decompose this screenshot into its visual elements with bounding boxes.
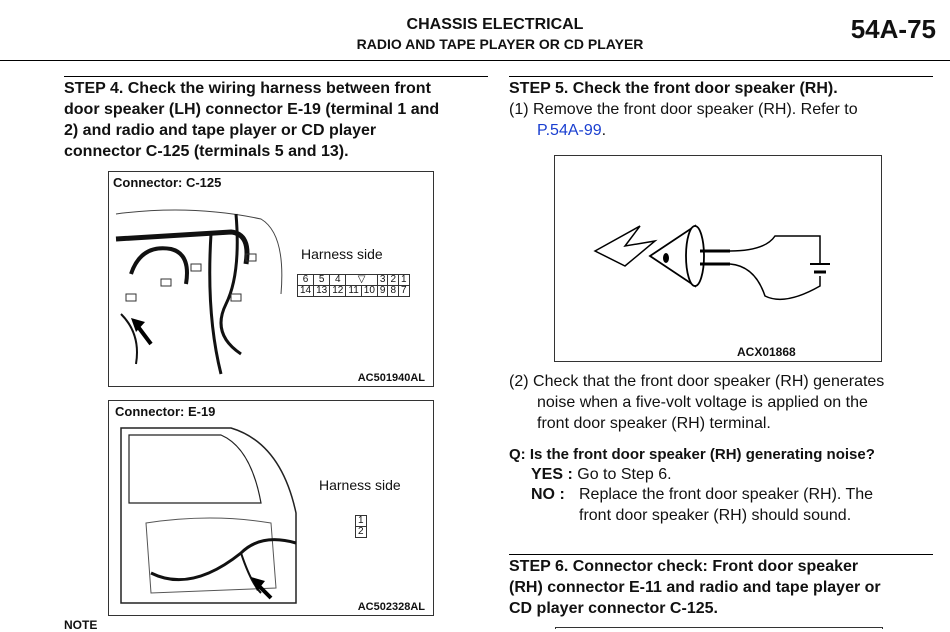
step5-rule	[509, 76, 933, 77]
pin: 4	[329, 274, 347, 286]
figure-id: ACX01868	[737, 345, 796, 359]
harness-side-label: Harness side	[301, 246, 383, 262]
dashboard-harness-illustration	[115, 209, 283, 375]
figure-connector-c125: Connector: C-125 Harness side 6 5 4 ▽ 3 …	[108, 171, 434, 387]
item-number: (1)	[509, 101, 529, 118]
step6-title: STEP 6. Connector check: Front door spea…	[509, 556, 881, 619]
step5-item1: (1) Remove the front door speaker (RH). …	[509, 101, 858, 139]
title-line: connector C-125 (terminals 5 and 13).	[64, 143, 349, 160]
question: Q: Is the front door speaker (RH) genera…	[509, 446, 875, 463]
item-text: noise when a five-volt voltage is applie…	[537, 394, 868, 411]
pin: 8	[387, 285, 399, 297]
page-number: 54A-75	[850, 14, 936, 44]
item-text: Remove the front door speaker (RH). Refe…	[533, 101, 858, 118]
pin: 6	[296, 274, 315, 286]
pin: 11	[345, 285, 362, 297]
pin: 7	[398, 285, 410, 297]
title-line: (RH) connector E-11 and radio and tape p…	[509, 579, 881, 596]
speaker-battery-illustration	[593, 224, 830, 301]
pin: 9	[376, 285, 389, 297]
figure-connector-e19: Connector: E-19 Harness side 1 2 AC50232…	[108, 400, 434, 616]
pin: 3	[376, 274, 389, 286]
item-text: Check that the front door speaker (RH) g…	[533, 373, 885, 390]
step4-rule	[64, 76, 488, 77]
step5-title: STEP 5. Check the front door speaker (RH…	[509, 80, 838, 97]
door-harness-illustration	[120, 427, 297, 604]
pin: 5	[313, 274, 331, 286]
pin: 14	[296, 285, 315, 297]
harness-side-label: Harness side	[319, 477, 401, 493]
no-text: front door speaker (RH) should sound.	[579, 507, 852, 524]
figure-id: AC501940AL	[357, 372, 425, 384]
yes-label: YES :	[531, 466, 573, 483]
connector-pin-table: 6 5 4 ▽ 3 2 1 14 13 12 11 10 9 8 7	[296, 274, 410, 297]
header-rule	[0, 60, 950, 61]
title-line: CD player connector C-125.	[509, 600, 718, 617]
figure-speaker-test: ACX01868	[554, 155, 882, 362]
pin: 1	[398, 274, 410, 286]
figure-label: Connector: C-125	[113, 175, 222, 190]
figure-label: Connector: E-19	[115, 404, 216, 419]
reference-link[interactable]: P.54A-99	[537, 122, 602, 139]
step6-rule	[509, 554, 933, 555]
title-line: door speaker (LH) connector E-19 (termin…	[64, 101, 440, 118]
title-line: STEP 4. Check the wiring harness between…	[64, 80, 431, 97]
no-text: Replace the front door speaker (RH). The	[579, 486, 874, 503]
pin: 13	[313, 285, 331, 297]
step5-item2: (2) Check that the front door speaker (R…	[509, 371, 884, 434]
pin: 12	[329, 285, 347, 297]
yes-text: Go to Step 6.	[577, 466, 672, 483]
item-text: front door speaker (RH) terminal.	[537, 415, 771, 432]
pin: 1	[355, 515, 367, 527]
pin: 2	[355, 526, 367, 538]
figure-step6	[555, 627, 883, 629]
section-title: CHASSIS ELECTRICAL	[406, 16, 584, 33]
figure-id: AC502328AL	[357, 601, 425, 613]
no-label: NO :	[531, 486, 565, 503]
answer-no: NO : Replace the front door speaker (RH).…	[531, 484, 873, 526]
title-line: 2) and radio and tape player or CD playe…	[64, 122, 377, 139]
note-label: NOTE	[64, 618, 98, 632]
answer-yes: YES : Go to Step 6.	[531, 464, 672, 485]
item-number: (2)	[509, 373, 529, 390]
section-subtitle: RADIO AND TAPE PLAYER OR CD PLAYER	[356, 36, 644, 52]
step4-title: STEP 4. Check the wiring harness between…	[64, 78, 439, 162]
title-line: STEP 6. Connector check: Front door spea…	[509, 558, 859, 575]
connector-pin-table: 1 2	[355, 515, 367, 538]
pin: 2	[387, 274, 399, 286]
pin: 10	[360, 285, 378, 297]
key-mark: ▽	[345, 274, 378, 286]
